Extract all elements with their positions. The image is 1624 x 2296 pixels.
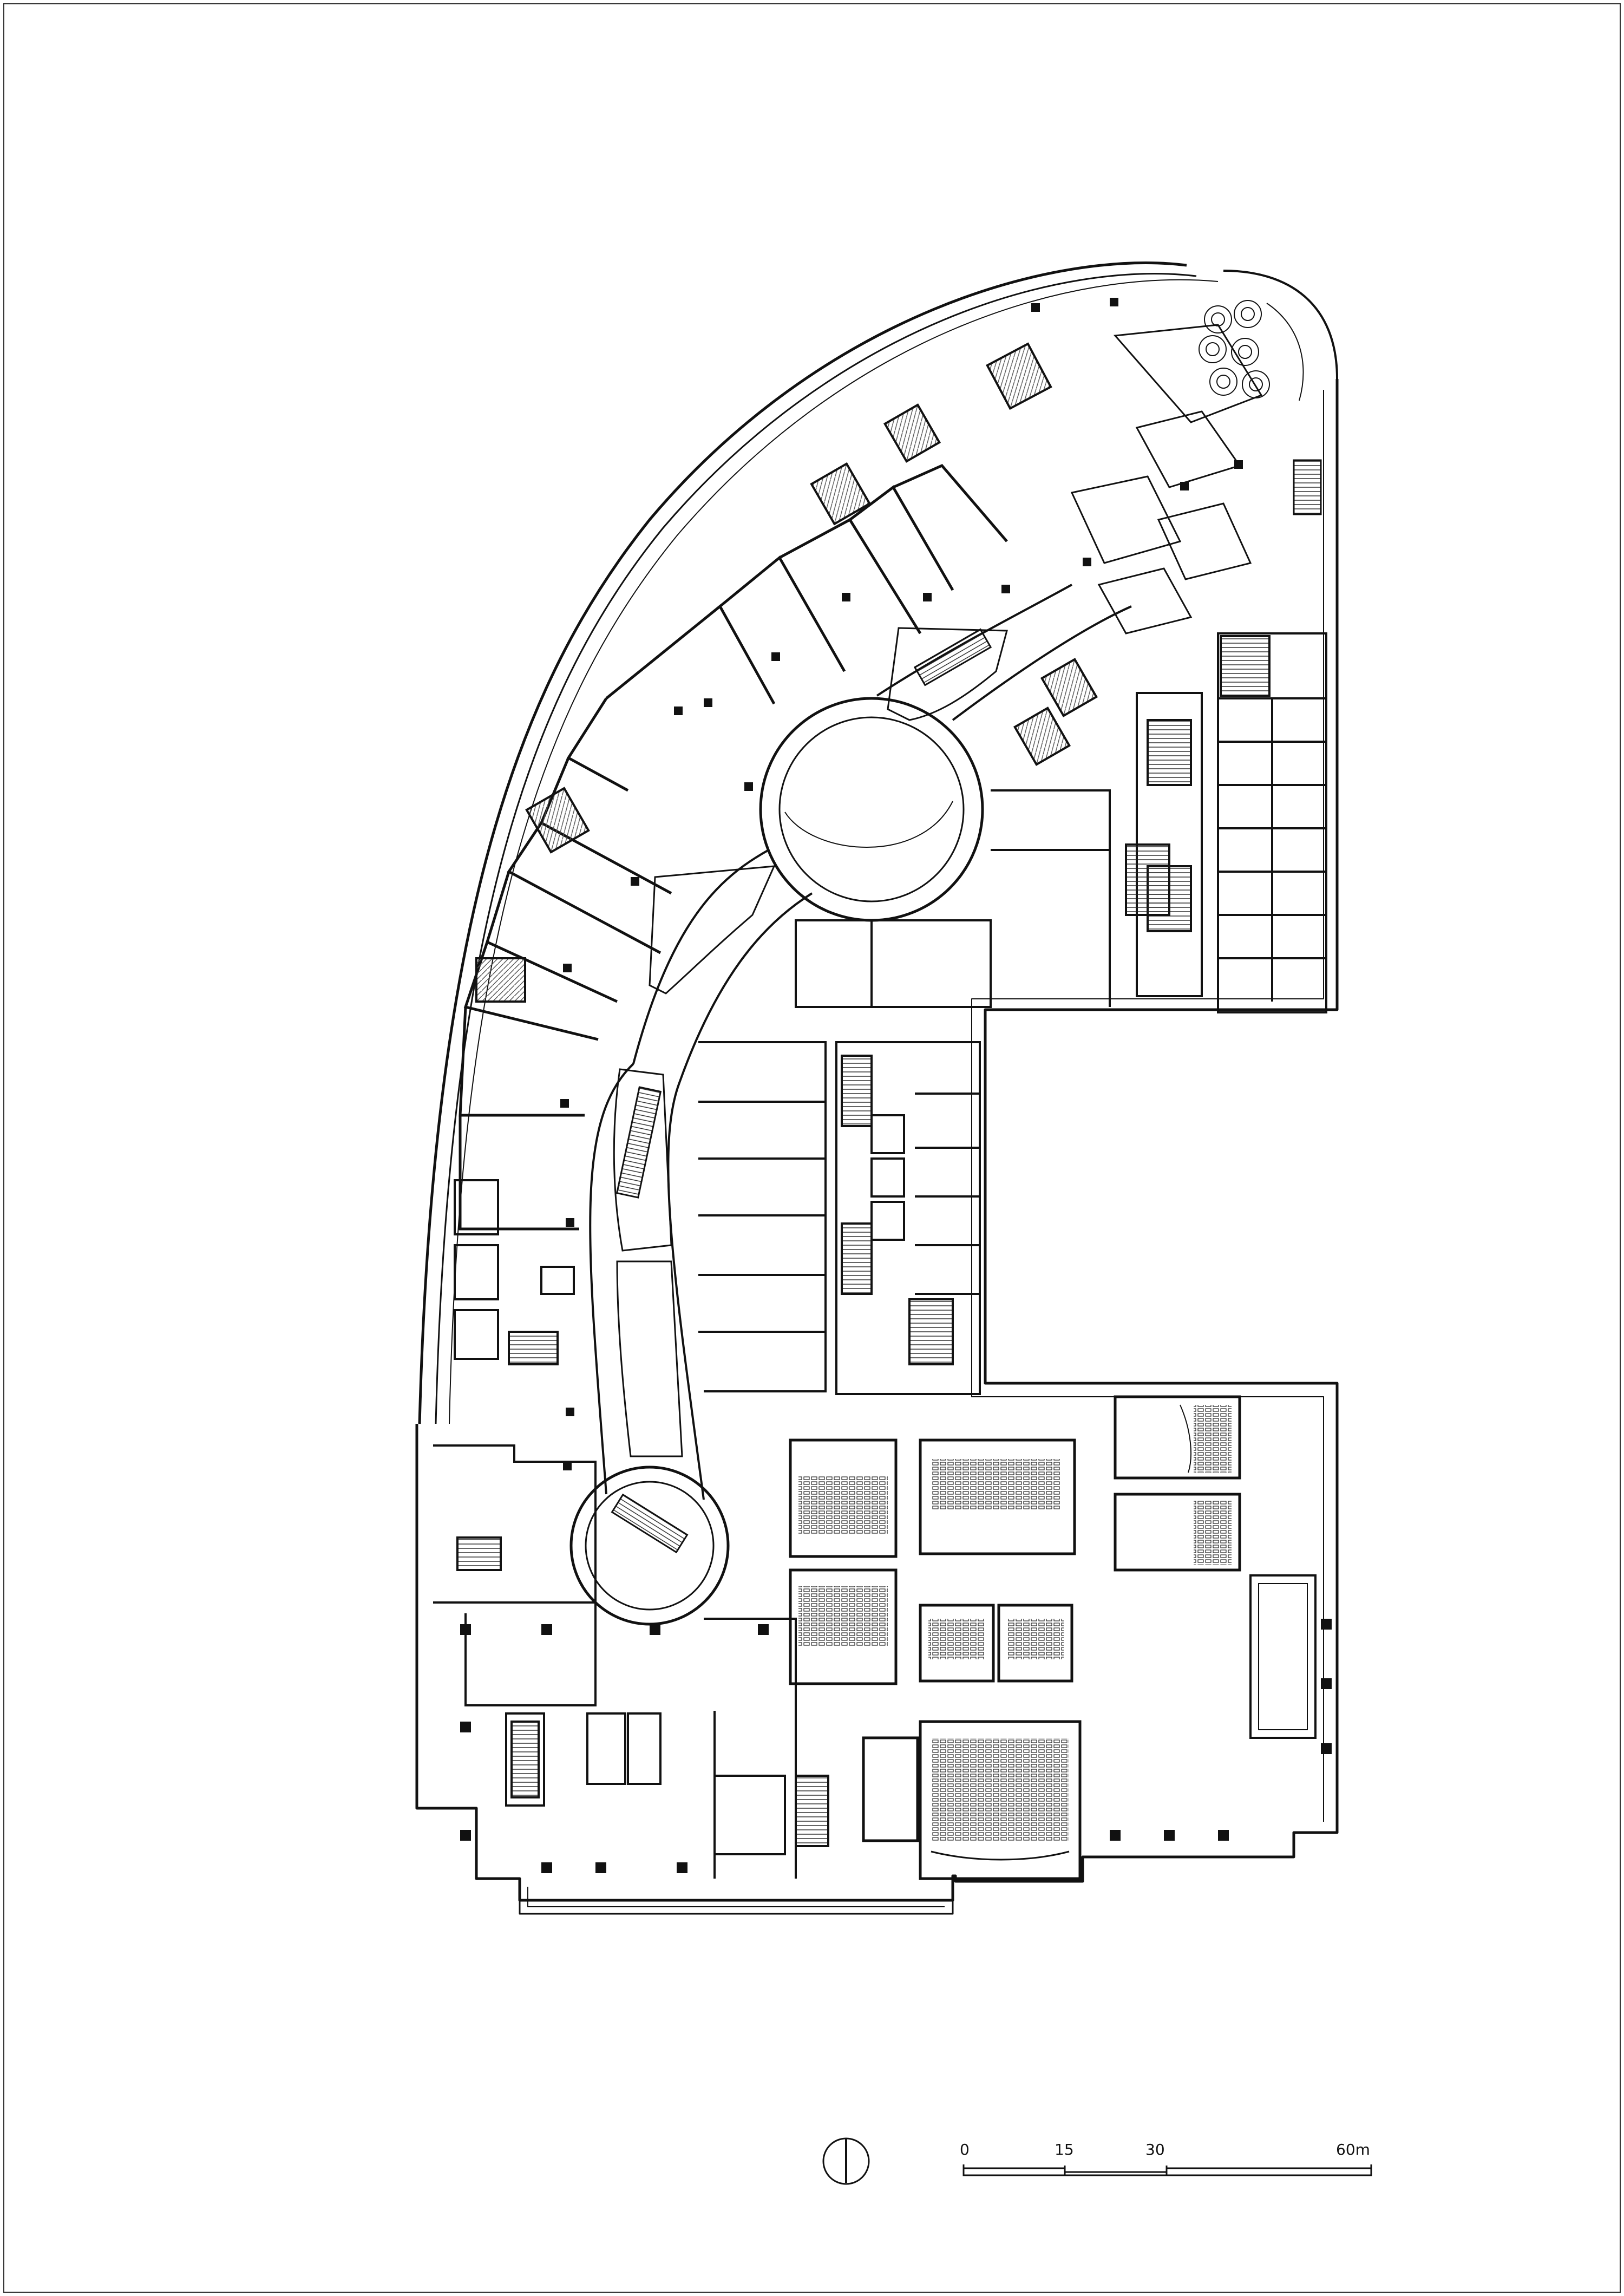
west-service-strip <box>454 1179 575 1365</box>
north-arrow-icon <box>822 2137 870 2185</box>
auditorium-7 <box>862 1736 919 1842</box>
escalator-voids <box>611 627 1008 1554</box>
long-void <box>1249 1574 1317 1739</box>
east-core-block <box>1125 632 1327 1013</box>
scale-tick-30: 30 <box>1145 2141 1165 2158</box>
cinema-block <box>789 1395 1317 1880</box>
central-core <box>835 1041 981 1395</box>
auditorium-5 <box>997 1604 1073 1683</box>
auditorium-6 <box>919 1720 1082 1880</box>
auditorium-8 <box>1114 1395 1241 1480</box>
scale-bar: 0 15 30 60m <box>960 2141 1372 2176</box>
auditorium-4 <box>919 1604 995 1683</box>
building-outline <box>415 261 1339 1915</box>
scale-tick-15: 15 <box>1055 2141 1074 2158</box>
east-shops <box>698 789 1111 1392</box>
auditorium-3 <box>789 1568 898 1685</box>
scale-tick-60m: 60m <box>1336 2141 1370 2158</box>
north-west-cores <box>475 342 1098 1003</box>
auditorium-1 <box>789 1438 898 1558</box>
south-west-block <box>433 1444 829 1879</box>
auditorium-2 <box>919 1438 1076 1555</box>
entrance-plaza <box>1070 300 1322 634</box>
scale-tick-0: 0 <box>960 2141 970 2158</box>
auditorium-9 <box>1114 1493 1241 1572</box>
tree-planters <box>1199 300 1270 398</box>
sheet-frame <box>3 3 1621 2293</box>
north-west-shops <box>459 463 1008 1231</box>
structural-columns <box>460 298 1332 1873</box>
